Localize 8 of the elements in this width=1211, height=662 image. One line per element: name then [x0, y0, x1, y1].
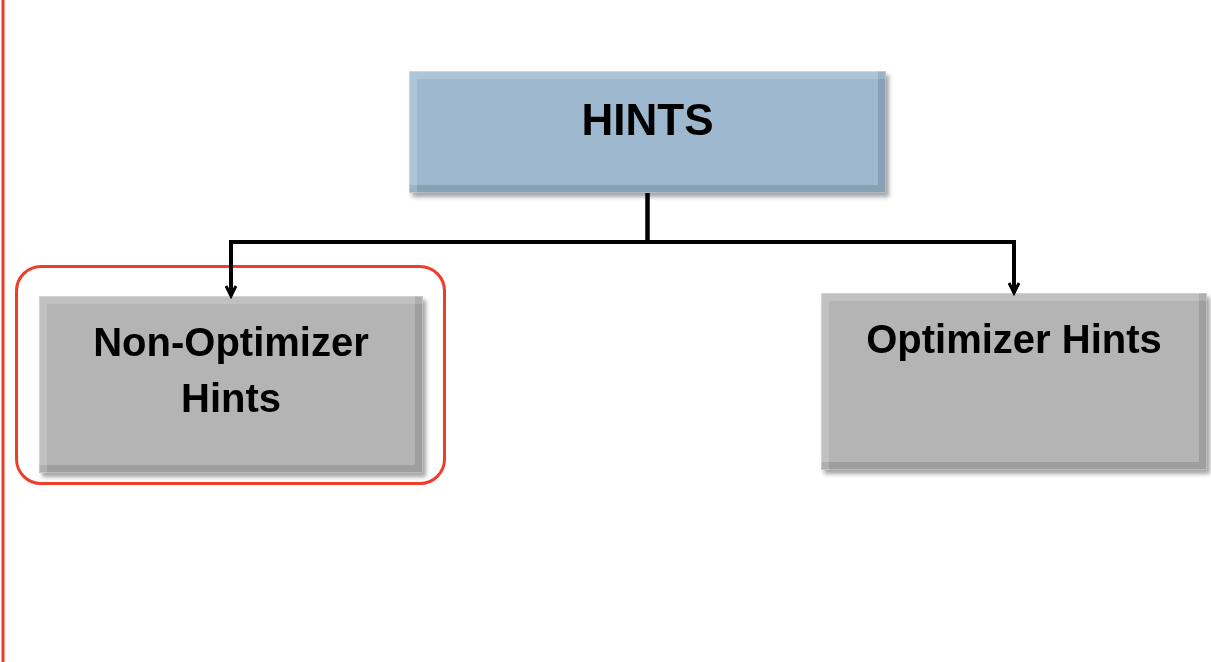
process-box [409, 71, 886, 193]
process-box [821, 293, 1207, 470]
highlight-outline [15, 265, 446, 485]
process-box [39, 296, 423, 473]
box-label: Optimizer Hints [866, 316, 1162, 363]
box-label: Non-Optimizer Hints [92, 319, 370, 422]
box-label: HINTS [581, 94, 714, 146]
connector-arrow [645, 193, 1021, 295]
